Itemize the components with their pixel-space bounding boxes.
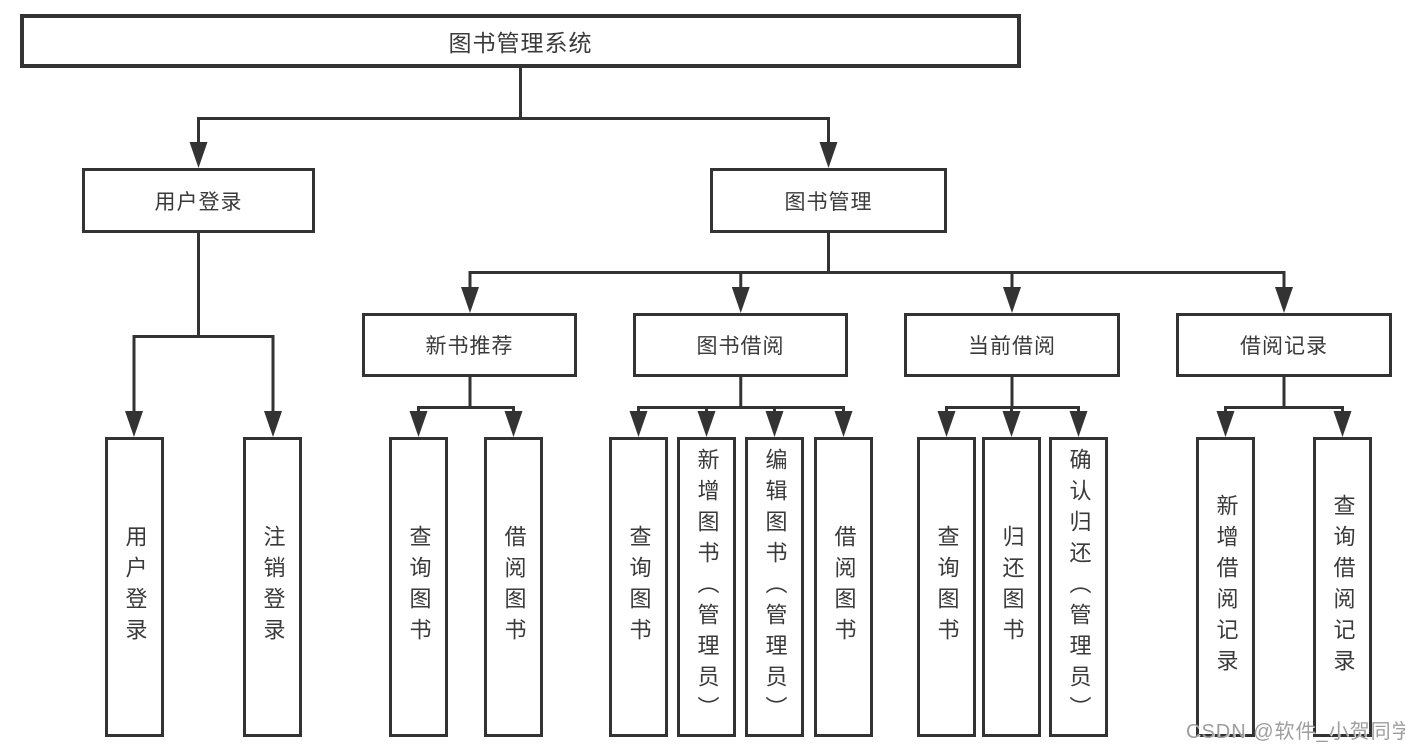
leaf-label: 查询图书 bbox=[626, 525, 652, 649]
leaf-label: 注销登录 bbox=[260, 525, 286, 649]
node-root: 图书管理系统 bbox=[20, 14, 1021, 68]
leaf-add-borrow-record: 新增借阅记录 bbox=[1196, 437, 1255, 737]
leaf-borrow-books-recommend: 借阅图书 bbox=[484, 437, 543, 737]
leaf-label: 查询图书 bbox=[934, 525, 960, 649]
leaf-user-login: 用户登录 bbox=[105, 437, 164, 737]
leaf-label: 用户登录 bbox=[122, 525, 148, 649]
leaf-query-borrow-record: 查询借阅记录 bbox=[1313, 437, 1372, 737]
node-borrowing-records: 借阅记录 bbox=[1176, 313, 1392, 377]
leaf-label: 新增图书（管理员） bbox=[694, 447, 720, 727]
leaf-query-books-borrow: 查询图书 bbox=[609, 437, 668, 737]
leaf-borrow-books: 借阅图书 bbox=[814, 437, 873, 737]
node-new-book-recommendation: 新书推荐 bbox=[362, 313, 577, 377]
leaf-label: 编辑图书（管理员） bbox=[762, 447, 788, 727]
leaf-label: 查询图书 bbox=[406, 525, 432, 649]
leaf-confirm-return-admin: 确认归还（管理员） bbox=[1049, 437, 1108, 737]
leaf-edit-book-admin: 编辑图书（管理员） bbox=[745, 437, 804, 737]
leaf-label: 借阅图书 bbox=[831, 525, 857, 649]
leaf-label: 新增借阅记录 bbox=[1213, 494, 1239, 680]
node-current-borrowing: 当前借阅 bbox=[904, 313, 1120, 377]
leaf-return-book: 归还图书 bbox=[982, 437, 1041, 737]
leaf-label: 确认归还（管理员） bbox=[1066, 447, 1092, 727]
node-book-management: 图书管理 bbox=[710, 168, 947, 233]
leaf-label: 归还图书 bbox=[999, 525, 1025, 649]
leaf-label: 借阅图书 bbox=[501, 525, 527, 649]
leaf-label: 查询借阅记录 bbox=[1330, 494, 1356, 680]
node-user-login: 用户登录 bbox=[82, 168, 315, 233]
leaf-add-book-admin: 新增图书（管理员） bbox=[677, 437, 736, 737]
leaf-query-books-recommend: 查询图书 bbox=[389, 437, 448, 737]
leaf-logout: 注销登录 bbox=[243, 437, 302, 737]
leaf-query-books-current: 查询图书 bbox=[917, 437, 976, 737]
node-book-borrowing: 图书借阅 bbox=[633, 313, 848, 377]
watermark: CSDN @软件_小贺同学 bbox=[1186, 721, 1405, 743]
